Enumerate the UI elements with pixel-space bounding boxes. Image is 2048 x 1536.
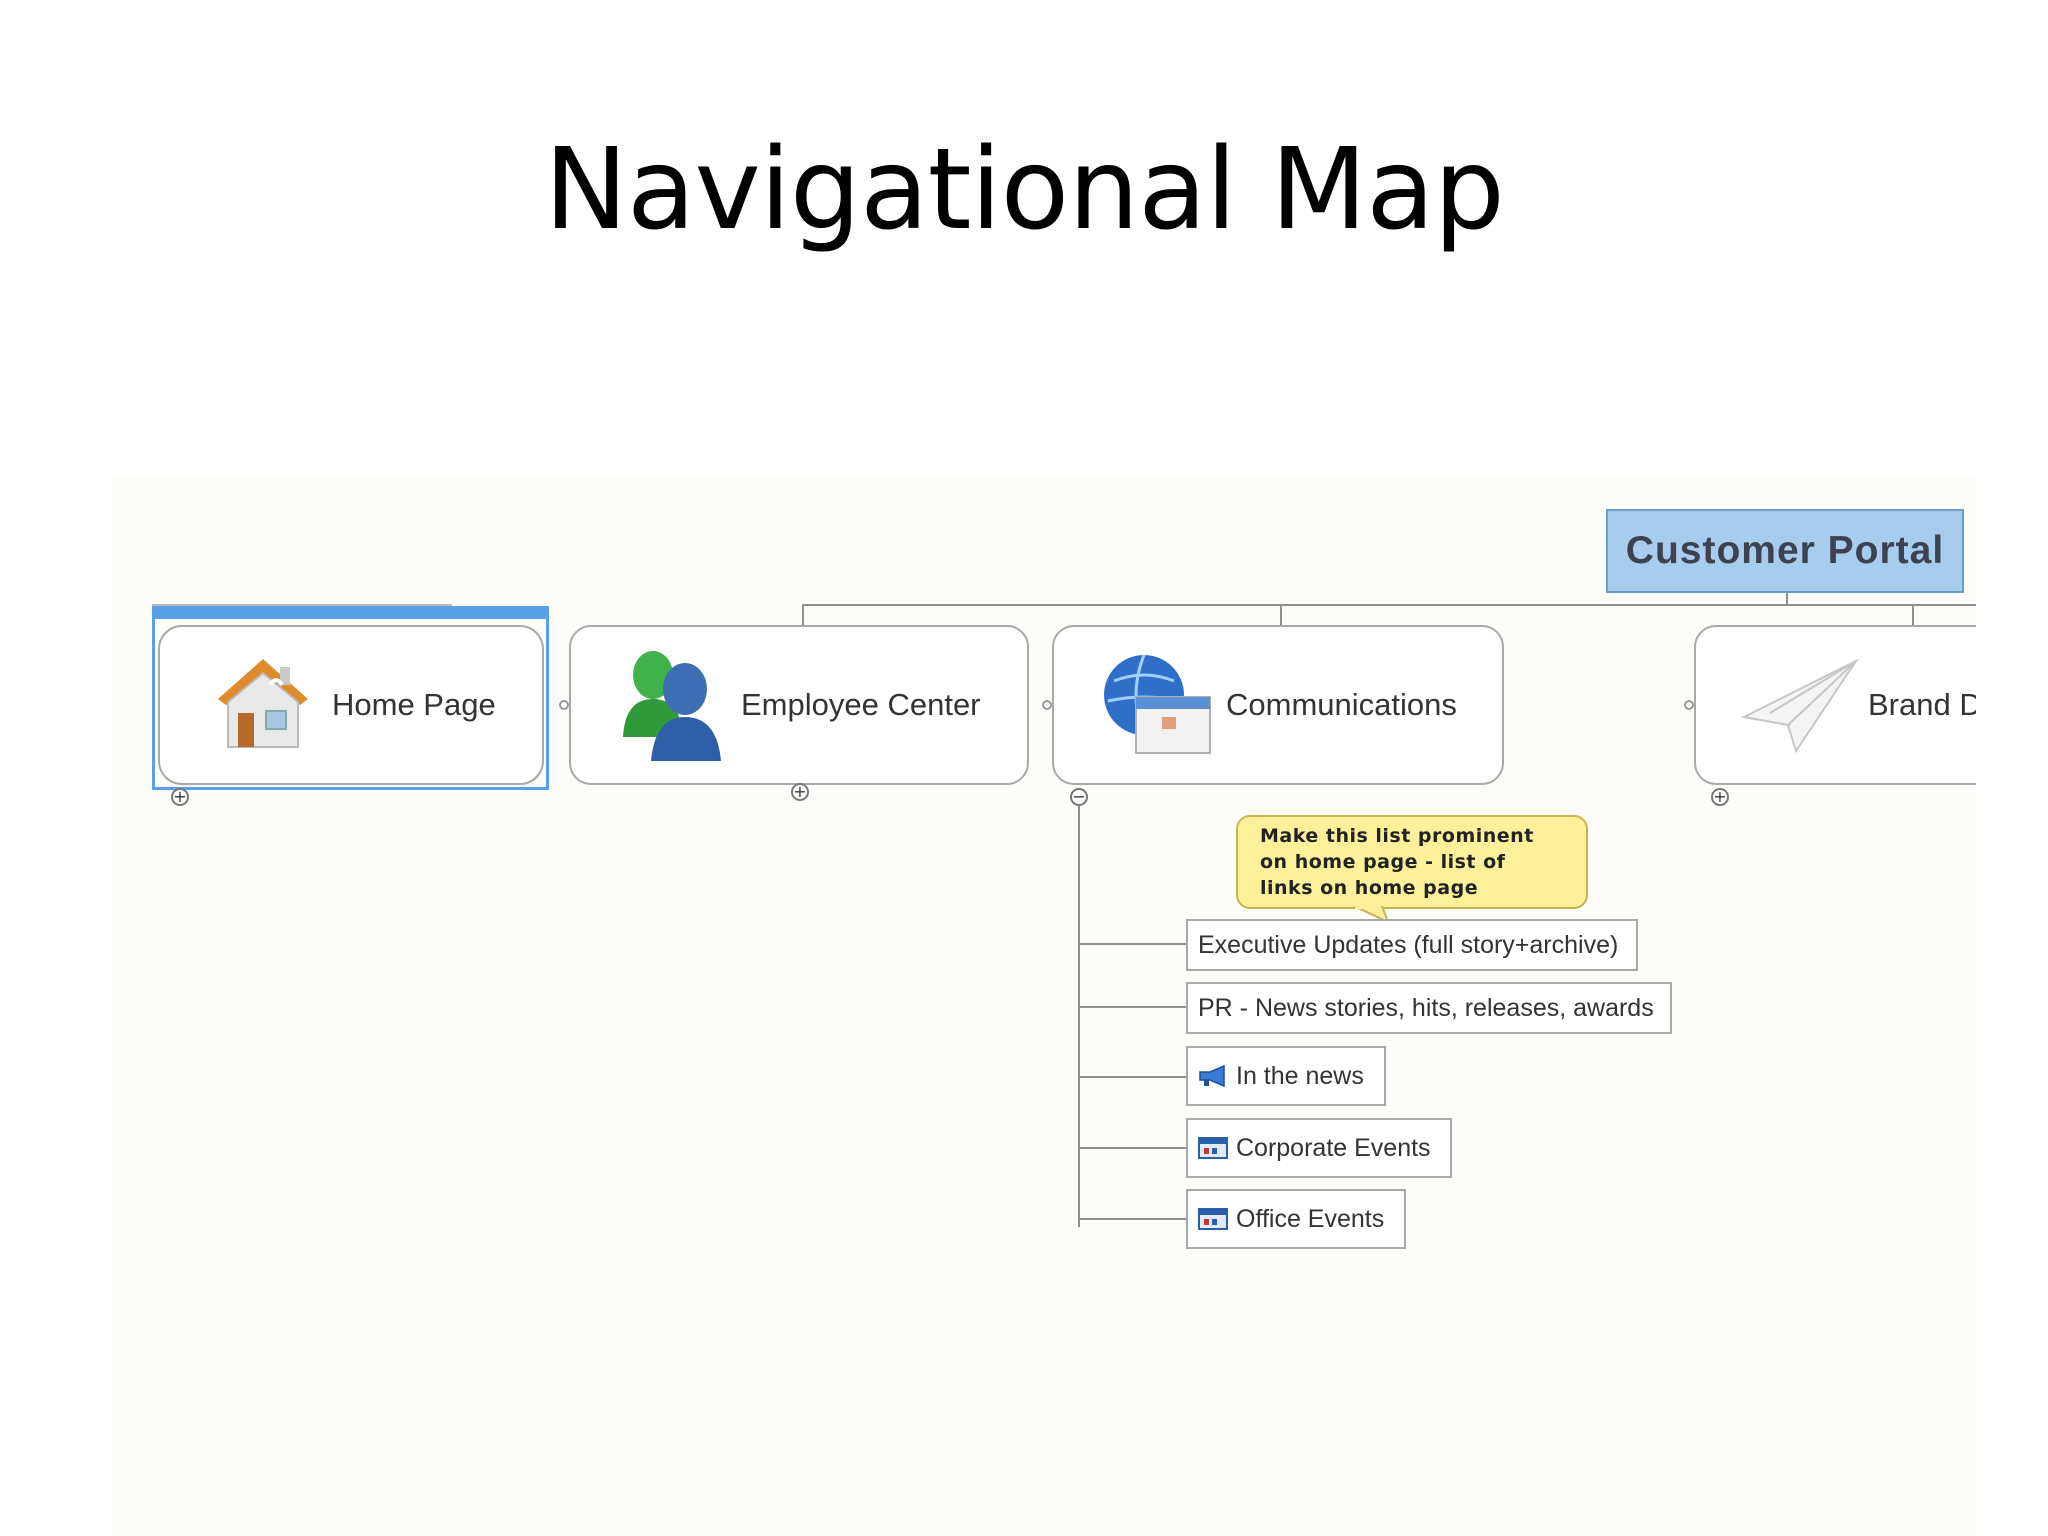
callout-note[interactable]: Make this list prominent on home page - … <box>1236 815 1588 909</box>
topic-label: Home Page <box>332 687 496 722</box>
expand-toggle-home[interactable]: + <box>171 788 189 806</box>
communications-drop <box>1280 604 1282 625</box>
topic-brand[interactable]: Brand D <box>1694 625 1976 785</box>
slide-title: Navigational Map <box>544 125 1505 255</box>
brand-drop <box>1912 604 1914 625</box>
house-icon <box>218 659 308 748</box>
calendar-icon <box>1198 1137 1228 1159</box>
topic-label: Communications <box>1226 687 1457 722</box>
branch-line <box>1078 1076 1186 1078</box>
expand-toggle-brand[interactable]: + <box>1711 788 1729 806</box>
globe-calendar-icon <box>1104 654 1211 754</box>
subtopic-label: Executive Updates (full story+archive) <box>1198 930 1619 959</box>
people-icon <box>623 651 721 761</box>
branch-line <box>1078 1006 1186 1008</box>
selection-frame <box>152 606 549 790</box>
connector-dot <box>559 700 569 710</box>
connector-dot <box>1042 700 1052 710</box>
branch-line <box>1078 1147 1186 1149</box>
selection-handle-bar[interactable] <box>155 609 546 619</box>
branch-line <box>1078 1218 1186 1220</box>
subtopic-label: In the news <box>1236 1061 1364 1090</box>
subtopic-in-the-news[interactable]: In the news <box>1186 1046 1386 1106</box>
subtopic-corporate-events[interactable]: Corporate Events <box>1186 1118 1452 1178</box>
subtopic-executive-updates[interactable]: Executive Updates (full story+archive) <box>1186 919 1638 971</box>
topic-home-page[interactable]: Home Page <box>158 625 544 785</box>
branch-line <box>1078 943 1186 945</box>
employee-drop <box>802 604 804 625</box>
topic-communications[interactable]: Communications <box>1052 625 1504 785</box>
home-connector <box>152 604 452 606</box>
mind-map-canvas[interactable]: Customer Portal Home Page + Employee Cen… <box>112 475 1976 1536</box>
subtopic-label: Office Events <box>1236 1204 1385 1233</box>
topic-employee-center[interactable]: Employee Center <box>569 625 1029 785</box>
megaphone-icon <box>1199 1064 1225 1088</box>
root-connector <box>1786 593 1788 605</box>
trunk-line <box>802 604 1976 606</box>
root-node-customer-portal[interactable]: Customer Portal <box>1606 509 1964 593</box>
collapse-toggle-communications[interactable]: − <box>1070 788 1088 806</box>
paper-plane-icon <box>1740 658 1859 754</box>
topic-label: Brand D <box>1868 687 1976 722</box>
callout-pointer <box>1353 906 1390 924</box>
calendar-icon <box>1198 1208 1228 1230</box>
connector-dot <box>1684 700 1694 710</box>
subtopic-pr-news[interactable]: PR - News stories, hits, releases, award… <box>1186 982 1672 1034</box>
subtopic-label: PR - News stories, hits, releases, award… <box>1198 993 1654 1022</box>
subtopic-label: Corporate Events <box>1236 1133 1431 1162</box>
subtopic-office-events[interactable]: Office Events <box>1186 1189 1406 1249</box>
subtopic-trunk <box>1078 806 1080 1227</box>
topic-label: Employee Center <box>741 687 981 722</box>
expand-toggle-employee[interactable]: + <box>791 783 809 801</box>
